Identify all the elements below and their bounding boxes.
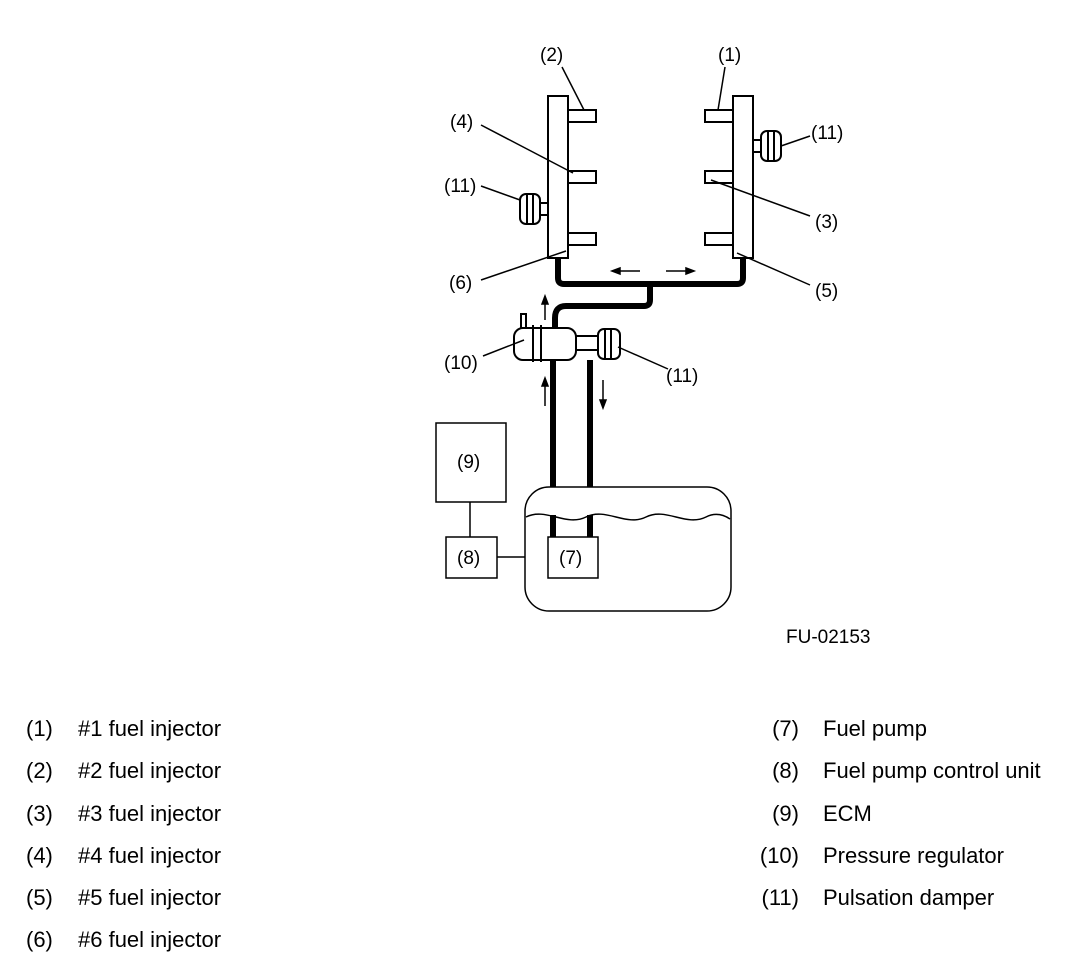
callout-5: (5)	[815, 281, 838, 302]
left-fuel-rail	[547, 95, 569, 259]
callout-1: (1)	[718, 45, 741, 66]
callout-7: (7)	[559, 548, 582, 569]
fuel-tank	[524, 486, 732, 612]
legend-label: #6 fuel injector	[78, 927, 222, 953]
legend-num: (11)	[761, 885, 800, 911]
legend-item: (11) Pulsation damper	[732, 885, 1041, 927]
callout-11-bottom: (11)	[666, 366, 698, 387]
callout-4: (4)	[450, 112, 473, 133]
legend-label: #4 fuel injector	[78, 842, 222, 868]
legend-item: (3) #3 fuel injector	[26, 801, 221, 843]
legend-item: (10) Pressure regulator	[732, 843, 1041, 885]
legend-item: (2) #2 fuel injector	[26, 758, 221, 800]
legend-item: (1) #1 fuel injector	[26, 716, 221, 758]
fuel-pump-box	[547, 536, 599, 579]
legend-label: Fuel pump	[823, 716, 927, 741]
injector-1	[704, 109, 734, 123]
legend-num: (6)	[26, 927, 53, 953]
legend-label: Fuel pump control unit	[823, 758, 1041, 784]
legend-num: (9)	[772, 800, 799, 826]
pulsation-damper-right	[752, 130, 782, 162]
legend-item: (7) Fuel pump	[732, 716, 1041, 758]
ecm-box	[435, 422, 507, 503]
legend-item: (6) #6 fuel injector	[26, 927, 221, 969]
legend-item: (4) #4 fuel injector	[26, 843, 221, 885]
callout-9: (9)	[457, 452, 480, 473]
legend-label: #1 fuel injector	[78, 716, 222, 741]
legend-num: (8)	[772, 758, 799, 784]
flow-arrows	[540, 266, 697, 411]
legend-num: (5)	[26, 885, 53, 911]
injector-4	[567, 170, 597, 184]
legend-label: #2 fuel injector	[78, 758, 222, 784]
injector-3	[704, 170, 734, 184]
legend-num: (1)	[26, 716, 53, 741]
legend-num: (10)	[759, 842, 799, 868]
injector-5	[704, 232, 734, 246]
injector-6	[567, 232, 597, 246]
legend-num: (2)	[26, 758, 53, 784]
legend-label: #3 fuel injector	[78, 800, 222, 826]
leader-lines	[480, 66, 811, 370]
callout-6: (6)	[449, 273, 472, 294]
right-fuel-rail	[732, 95, 754, 259]
legend-label: Pulsation damper	[823, 885, 995, 911]
legend-item: (9) ECM	[732, 801, 1041, 843]
legend-item: (5) #5 fuel injector	[26, 885, 221, 927]
legend-num: (7)	[772, 716, 799, 741]
figure-id: FU-02153	[786, 627, 871, 648]
callout-2: (2)	[540, 45, 563, 66]
fuel-system-diagram: (2) (1) (4) (11) (11) (3) (6) (5) (10) (…	[435, 45, 871, 648]
callout-3: (3)	[815, 212, 838, 233]
pulsation-damper-left	[519, 193, 549, 225]
callout-10: (10)	[444, 353, 478, 374]
pressure-regulator	[513, 313, 621, 362]
legend-item: (8) Fuel pump control unit	[732, 758, 1041, 800]
legend-num: (3)	[26, 800, 53, 826]
legend-left: (1)#1 fuel injector (2)#2 fuel injector …	[26, 716, 221, 970]
callout-11-top-right: (11)	[811, 123, 843, 144]
injector-2	[567, 109, 597, 123]
legend-label: ECM	[823, 800, 872, 826]
legend-label: Pressure regulator	[823, 842, 1004, 868]
callout-11-left: (11)	[444, 176, 476, 197]
legend-label: #5 fuel injector	[78, 885, 222, 911]
legend-num: (4)	[26, 842, 53, 868]
callout-8: (8)	[457, 548, 480, 569]
legend-right: (7) Fuel pump (8) Fuel pump control unit (…	[732, 716, 1041, 927]
